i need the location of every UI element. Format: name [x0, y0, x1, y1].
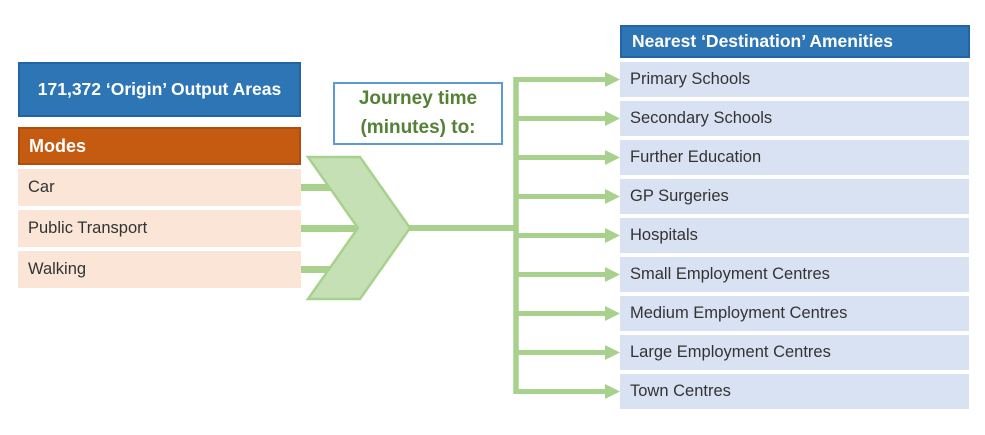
arrowhead-icon [605, 345, 620, 360]
arrowhead-icon [605, 267, 620, 282]
amenity-row-large-employment-centres: Large Employment Centres [620, 335, 969, 370]
amenity-row-primary-schools: Primary Schools [620, 62, 969, 97]
amenity-row-small-employment-centres: Small Employment Centres [620, 257, 969, 292]
amenity-row-hospitals: Hospitals [620, 218, 969, 253]
arrowhead-icon [605, 150, 620, 165]
mode-row-public-transport: Public Transport [18, 210, 301, 247]
branch-arrows [513, 72, 620, 399]
arrowhead-icon [605, 228, 620, 243]
arrowhead-icon [605, 306, 620, 321]
amenity-row-secondary-schools: Secondary Schools [620, 101, 969, 136]
origin-panel-title: 171,372 ‘Origin’ Output Areas [18, 62, 301, 117]
destination-table: Primary Schools Secondary Schools Furthe… [620, 62, 969, 409]
amenity-row-further-education: Further Education [620, 140, 969, 175]
arrowhead-icon [605, 384, 620, 399]
mode-row-car: Car [18, 169, 301, 206]
modes-header: Modes [18, 127, 301, 165]
modes-panel: Modes Car Public Transport Walking [18, 127, 301, 288]
chevron-arrow-icon [305, 155, 412, 301]
amenity-row-town-centres: Town Centres [620, 374, 969, 409]
destination-table-header: Nearest ‘Destination’ Amenities [620, 25, 970, 58]
amenity-row-medium-employment-centres: Medium Employment Centres [620, 296, 969, 331]
arrowhead-icon [605, 189, 620, 204]
amenity-row-gp-surgeries: GP Surgeries [620, 179, 969, 214]
journey-time-label: Journey time (minutes) to: [333, 82, 503, 145]
arrowhead-icon [605, 72, 620, 87]
arrowhead-icon [605, 111, 620, 126]
mode-row-walking: Walking [18, 251, 301, 288]
